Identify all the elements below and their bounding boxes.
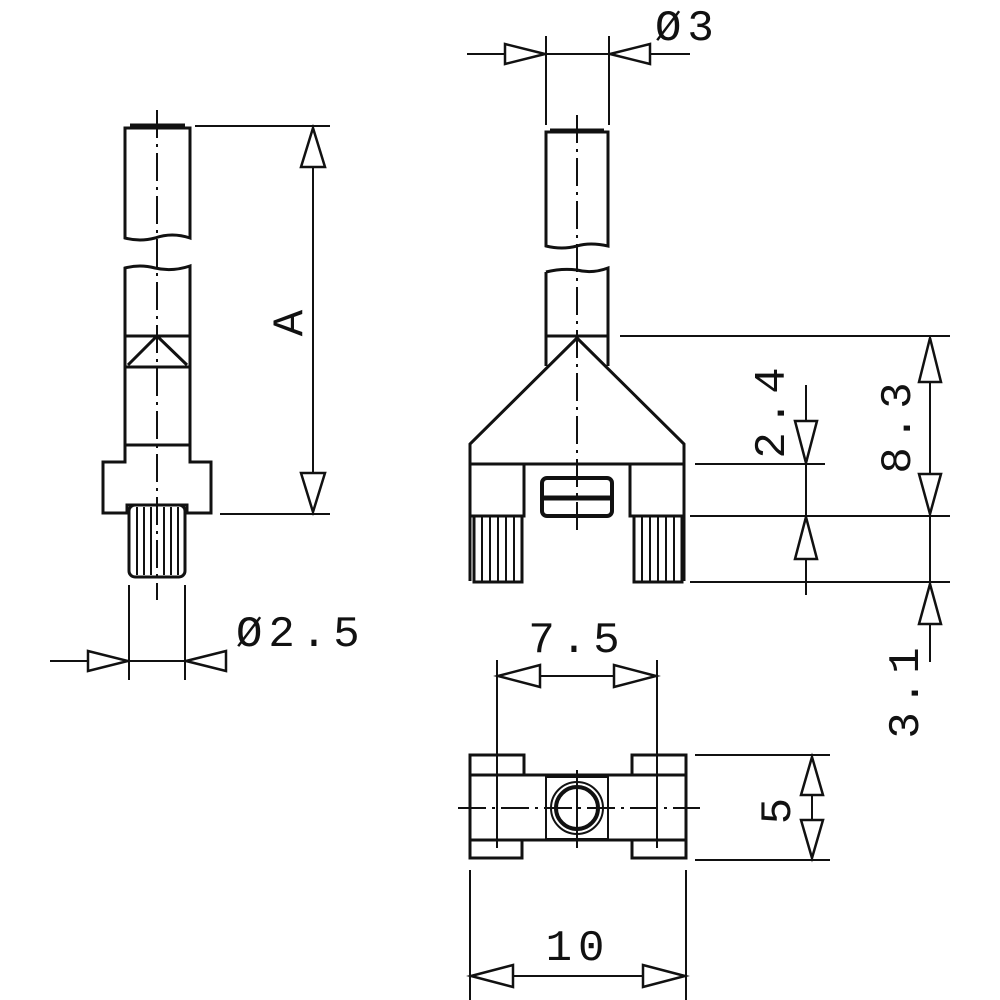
dim-label-front-shaft-diameter: Ø3 [655,4,720,54]
dimension-side-pin-diameter: Ø2.5 [50,585,366,680]
dim-label-pin-length: 3.1 [882,641,932,738]
dimension-fork-height: 2.4 [748,361,819,595]
dim-label-total-height: 8.3 [874,376,924,473]
dimension-front-shaft-diameter: Ø3 [467,4,720,125]
dimension-a: A [195,123,330,517]
dim-label-side-pin-diameter: Ø2.5 [236,610,366,660]
dim-label-a: A [266,304,316,336]
dimension-depth: 5 [695,752,830,863]
dimension-width: 10 [466,870,690,1000]
dim-label-fork-height: 2.4 [748,361,798,458]
front-view-extension-lines [620,335,950,583]
top-view [458,660,700,860]
dim-label-width: 10 [546,924,611,974]
front-view [468,115,686,584]
dim-label-depth: 5 [754,792,804,824]
dimension-total-height: 8.3 [874,336,943,662]
dimension-pin-spacing: 7.5 [493,616,661,689]
dim-label-pin-spacing: 7.5 [528,616,625,666]
side-view [101,110,213,600]
